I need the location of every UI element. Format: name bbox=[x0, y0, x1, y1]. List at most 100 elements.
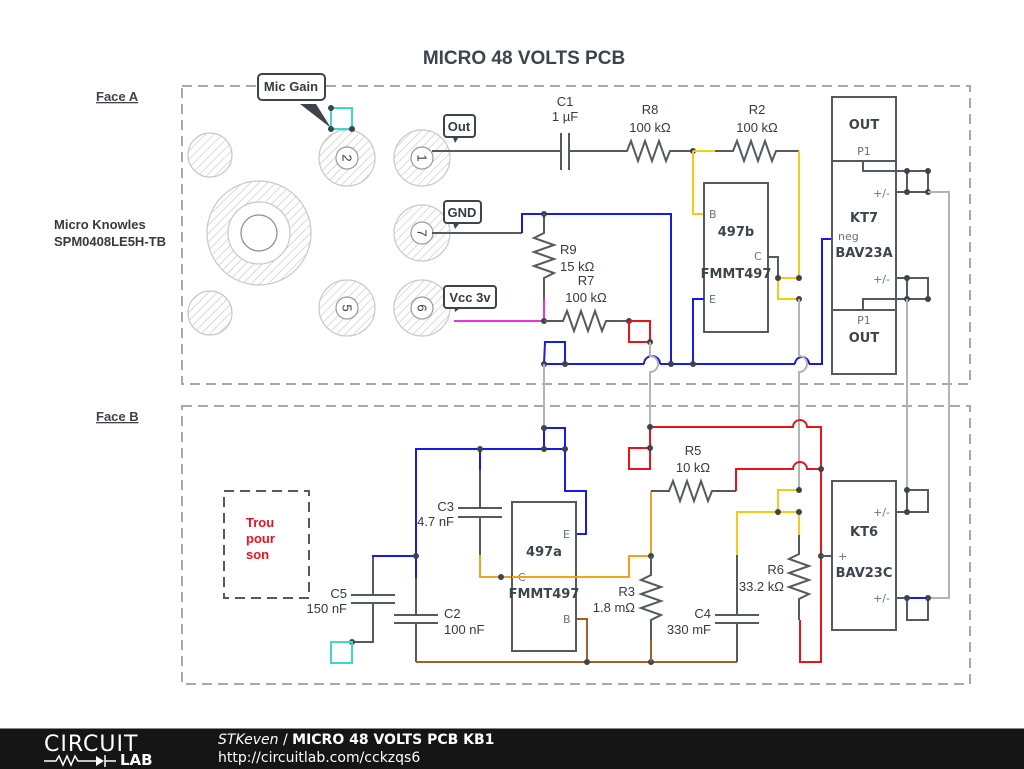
circuitlab-logo[interactable]: CIRCUIT bbox=[44, 732, 139, 757]
q497b-name: 497b bbox=[718, 225, 754, 240]
c5-name: C5 bbox=[330, 586, 347, 601]
r6-value: 33.2 kΩ bbox=[739, 579, 784, 594]
q497b-pin-c: C bbox=[754, 250, 762, 263]
c1-value: 1 µF bbox=[552, 109, 578, 124]
r2-name: R2 bbox=[749, 102, 766, 117]
r3-name: R3 bbox=[618, 584, 635, 599]
svg-text:Vcc 3v: Vcc 3v bbox=[449, 290, 491, 305]
footer-bar: CIRCUIT LAB STKeven / MICRO 48 VOLTS PCB… bbox=[0, 728, 1024, 769]
kt6-name: KT6 bbox=[850, 525, 878, 540]
logo-lab-text: LAB bbox=[120, 751, 153, 769]
author-link[interactable]: STKeven bbox=[218, 732, 279, 748]
q497a-name: 497a bbox=[526, 545, 562, 560]
svg-text:GND: GND bbox=[448, 205, 477, 220]
project-name: MICRO 48 VOLTS PCB KB1 bbox=[292, 732, 495, 748]
kt7-pin-pm2: +/- bbox=[873, 273, 890, 286]
kt7-name: KT7 bbox=[850, 211, 878, 226]
mic-pin-2: 2 bbox=[340, 154, 355, 161]
wire-gnd bbox=[521, 213, 672, 364]
mic-pin-7: 7 bbox=[415, 229, 430, 236]
footer-title: STKeven / MICRO 48 VOLTS PCB KB1 bbox=[218, 732, 494, 748]
r6-name: R6 bbox=[767, 562, 784, 577]
kt7-part: BAV23A bbox=[835, 246, 892, 261]
diode-kt6[interactable] bbox=[831, 480, 897, 631]
out-bottom-label: OUT bbox=[849, 331, 880, 346]
mic-label-line1: Micro Knowles bbox=[54, 217, 146, 232]
transistor-497b[interactable] bbox=[703, 182, 769, 333]
schematic-title: MICRO 48 VOLTS PCB bbox=[423, 48, 625, 69]
resistor-r8[interactable] bbox=[569, 137, 693, 165]
c5-pad[interactable] bbox=[330, 641, 353, 664]
c2-value: 100 nF bbox=[444, 622, 485, 637]
r9-name: R9 bbox=[560, 242, 577, 257]
capacitor-c5[interactable] bbox=[351, 594, 395, 604]
microphone-footprint: 2 1 7 5 6 bbox=[187, 129, 451, 337]
kt7-pin-neg: neg bbox=[838, 230, 859, 243]
q497a-pin-e: E bbox=[563, 528, 570, 541]
out-bottom-pin: P1 bbox=[857, 314, 871, 327]
output-connector-bottom[interactable] bbox=[831, 309, 897, 375]
c3-value: 4.7 nF bbox=[417, 514, 454, 529]
diode-kt7[interactable] bbox=[831, 160, 897, 311]
out-top-pin: P1 bbox=[857, 145, 871, 158]
r3-value: 1.8 mΩ bbox=[593, 600, 636, 615]
hole-label-line1: Trou bbox=[246, 515, 274, 530]
mic-pad-mount bbox=[187, 290, 233, 336]
out-callout: Out bbox=[443, 114, 476, 143]
resistor-r7[interactable] bbox=[544, 307, 629, 335]
title-separator: / bbox=[278, 732, 293, 748]
resistor-diode-logo-icon bbox=[44, 754, 116, 767]
resistor-r6[interactable] bbox=[785, 535, 813, 620]
c4-value: 330 mF bbox=[667, 622, 711, 637]
q497b-pin-e: E bbox=[709, 293, 716, 306]
hole-label-line3: son bbox=[246, 547, 269, 562]
schematic-canvas: MICRO 48 VOLTS PCB Face A Face B Micro K… bbox=[54, 48, 971, 685]
kt6-pin-plus: + bbox=[838, 550, 847, 563]
r2-value: 100 kΩ bbox=[736, 120, 778, 135]
r9-value: 15 kΩ bbox=[560, 259, 595, 274]
face-b-label: Face B bbox=[96, 409, 139, 424]
r8-name: R8 bbox=[642, 102, 659, 117]
capacitor-c3[interactable] bbox=[458, 507, 502, 518]
resistor-r3[interactable] bbox=[637, 556, 665, 640]
q497b-part: FMMT497 bbox=[701, 267, 772, 282]
r7-name: R7 bbox=[578, 273, 595, 288]
svg-text:Out: Out bbox=[448, 119, 471, 134]
face-a-region bbox=[181, 85, 971, 385]
mic-pin-1: 1 bbox=[415, 154, 430, 161]
project-url-link[interactable]: http://circuitlab.com/cckzqs6 bbox=[218, 750, 421, 766]
kt6-pin-pm1: +/- bbox=[873, 506, 890, 519]
hole-label-line2: pour bbox=[246, 531, 275, 546]
capacitor-c1[interactable] bbox=[560, 133, 570, 170]
face-b-region bbox=[181, 405, 971, 685]
output-connector-top[interactable] bbox=[831, 96, 897, 162]
c5-value: 150 nF bbox=[307, 601, 348, 616]
gnd-callout: GND bbox=[443, 200, 482, 229]
resistor-r5[interactable] bbox=[651, 477, 736, 505]
mic-pin-6: 6 bbox=[415, 304, 430, 311]
q497b-pin-b: B bbox=[709, 208, 717, 221]
c4-name: C4 bbox=[694, 606, 711, 621]
r5-value: 10 kΩ bbox=[676, 460, 711, 475]
svg-text:Mic Gain: Mic Gain bbox=[264, 79, 318, 94]
kt6-part: BAV23C bbox=[836, 566, 893, 581]
vcc-callout: Vcc 3v bbox=[443, 285, 497, 312]
resistor-r2[interactable] bbox=[715, 137, 799, 165]
mic-gain-pad[interactable] bbox=[330, 107, 353, 130]
r5-name: R5 bbox=[685, 443, 702, 458]
out-top-label: OUT bbox=[849, 118, 880, 133]
mic-gain-callout: Mic Gain bbox=[257, 73, 331, 128]
face-a-label: Face A bbox=[96, 89, 139, 104]
mic-pin-5: 5 bbox=[340, 304, 355, 311]
resistor-r9[interactable] bbox=[530, 214, 558, 299]
c1-name: C1 bbox=[557, 94, 574, 109]
capacitor-c4[interactable] bbox=[715, 614, 759, 624]
r7-value: 100 kΩ bbox=[565, 290, 607, 305]
r8-value: 100 kΩ bbox=[629, 120, 671, 135]
c2-name: C2 bbox=[444, 606, 461, 621]
q497a-part: FMMT497 bbox=[509, 587, 580, 602]
kt7-pin-pm1: +/- bbox=[873, 187, 890, 200]
capacitor-c2[interactable] bbox=[394, 614, 438, 624]
kt6-pin-pm2: +/- bbox=[873, 592, 890, 605]
mic-label-line2: SPM0408LE5H-TB bbox=[54, 234, 166, 249]
